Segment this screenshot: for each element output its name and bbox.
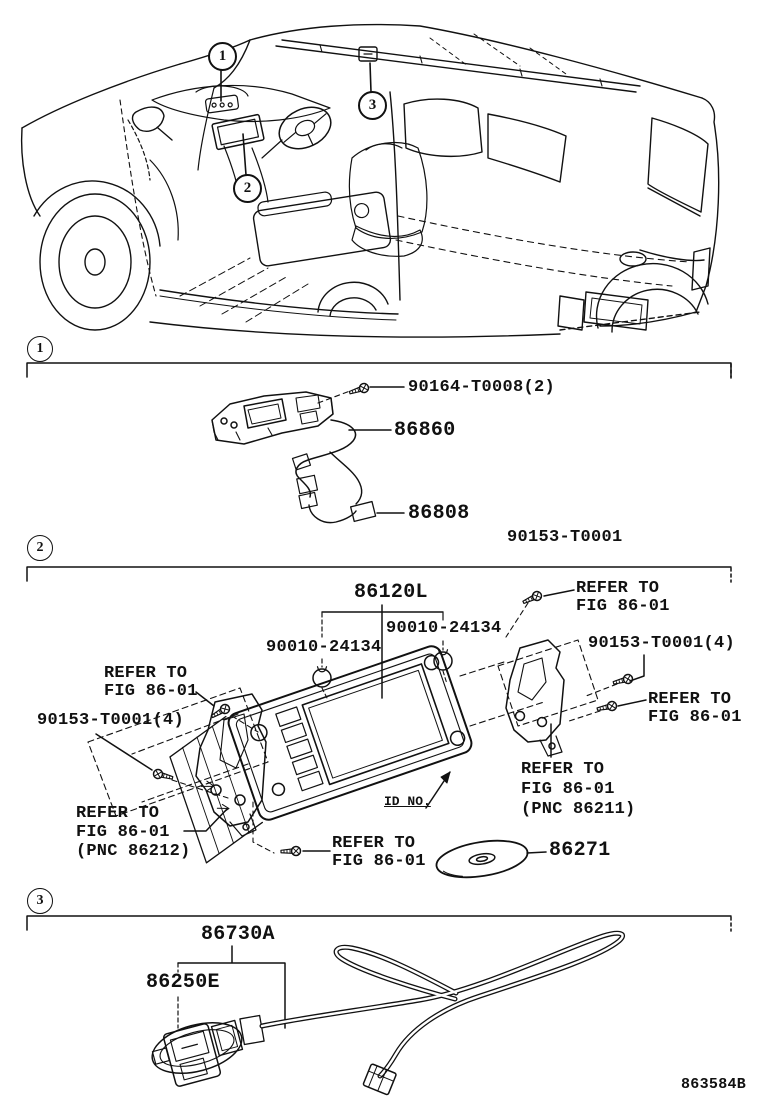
section1-antenna-assembly: [211, 381, 405, 524]
refer-pnc: (PNC 86211): [521, 800, 636, 819]
section3-mic-cord-assembly: [151, 930, 626, 1096]
refer-line1: REFER TO: [76, 804, 160, 823]
section1-number: 1: [27, 336, 53, 362]
refer-pnc: (PNC 86212): [76, 842, 191, 861]
refer-line1: REFER TO: [104, 664, 188, 683]
refer-line1: REFER TO: [648, 690, 732, 709]
part-label-86860: 86860: [394, 419, 456, 442]
refer-note-bottom: REFER TO FIG 86-01: [332, 835, 426, 871]
part-label-90153-T0001-4-left: 90153-T0001(4): [37, 711, 185, 730]
section2-number: 2: [27, 535, 53, 561]
car-illustration: [20, 23, 720, 338]
refer-line2: FIG 86-01: [648, 708, 742, 727]
part-label-86271: 86271: [549, 839, 611, 862]
section-brackets: [26, 362, 732, 932]
part-label-86730A: 86730A: [201, 923, 275, 946]
part-label-86250E: 86250E: [146, 971, 220, 994]
part-label-90010-24134-left: 90010-24134: [266, 638, 382, 657]
section3-number: 3: [27, 888, 53, 914]
section2-receiver-assembly: [87, 589, 647, 879]
part-label-90153-T0001: 90153-T0001: [507, 528, 623, 547]
refer-line2: FIG 86-01: [576, 597, 670, 616]
refer-line2: FIG 86-01: [521, 780, 615, 799]
car-callout-3: 3: [358, 91, 387, 120]
refer-line2: FIG 86-01: [76, 823, 170, 842]
part-label-90010-24134-right: 90010-24134: [386, 619, 502, 638]
refer-note-pnc-86212: REFER TO FIG 86-01 (PNC 86212): [76, 804, 190, 861]
mic-cord-cable: [259, 930, 626, 1079]
id-no-label: ID NO.: [384, 794, 431, 809]
refer-line1: REFER TO: [332, 834, 416, 853]
refer-line1: REFER TO: [576, 579, 660, 598]
refer-note-left-top: REFER TO FIG 86-01: [104, 665, 198, 701]
part-label-90164-T0008: 90164-T0008(2): [408, 378, 556, 397]
car-callout-2: 2: [233, 174, 262, 203]
car-callout-1: 1: [208, 42, 237, 71]
refer-line2: FIG 86-01: [332, 852, 426, 871]
refer-note-pnc-86211: REFER TO FIG 86-01 (PNC 86211): [521, 760, 635, 820]
doc-code: 863584B: [681, 1076, 747, 1093]
refer-note-right-low: REFER TO FIG 86-01: [648, 691, 742, 727]
part-label-86808: 86808: [408, 502, 470, 525]
refer-line1: REFER TO: [521, 760, 605, 779]
part-label-90153-T0001-4-right: 90153-T0001(4): [588, 634, 736, 653]
part-label-86120L: 86120L: [354, 581, 428, 604]
refer-note-top-right: REFER TO FIG 86-01: [576, 580, 670, 616]
refer-line2: FIG 86-01: [104, 682, 198, 701]
